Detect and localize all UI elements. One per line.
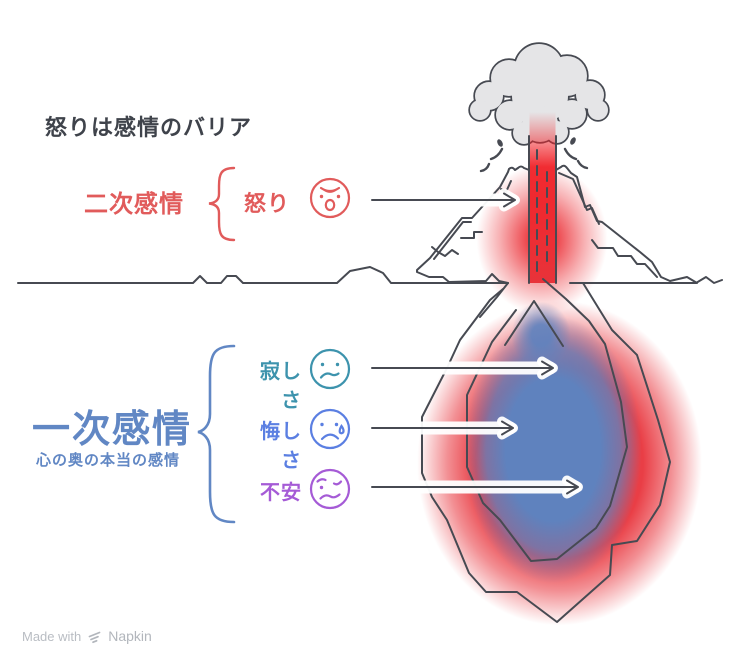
primary-emotion-label: 一次感情 — [32, 409, 193, 451]
anger-label: 怒り — [244, 191, 291, 216]
regret-label: 悔しさ — [260, 421, 302, 472]
secondary-emotion-label: 二次感情 — [84, 191, 184, 218]
anxious-face-icon — [309, 468, 351, 510]
loneliness-label: 寂しさ — [260, 361, 302, 412]
napkin-brand-text: Napkin — [108, 628, 152, 644]
page-title: 怒りは感情のバリア — [45, 115, 253, 140]
secondary-brace — [208, 166, 236, 242]
made-with-text: Made with — [22, 628, 82, 644]
anxiety-arrow — [367, 475, 583, 499]
magma-chamber-outline — [421, 278, 671, 623]
crying-face-icon — [309, 408, 351, 450]
anger-arrow — [367, 188, 520, 212]
lava-splash-icon — [479, 137, 589, 173]
lava-column-edges — [528, 135, 557, 284]
primary-emotion-subtitle: 心の奥の本当の感情 — [36, 452, 181, 469]
lonely-face-icon — [309, 348, 351, 390]
napkin-logo-icon — [88, 631, 101, 644]
ground-line — [17, 266, 723, 284]
primary-brace — [197, 344, 236, 524]
smoke-cloud-icon — [468, 42, 610, 146]
angry-face-icon — [309, 177, 351, 219]
loneliness-arrow — [367, 356, 558, 380]
lava-column — [529, 112, 556, 283]
made-with-napkin-credit: Made with Napkin — [22, 628, 152, 644]
regret-arrow — [367, 416, 518, 440]
anxiety-label: 不安 — [260, 482, 302, 504]
